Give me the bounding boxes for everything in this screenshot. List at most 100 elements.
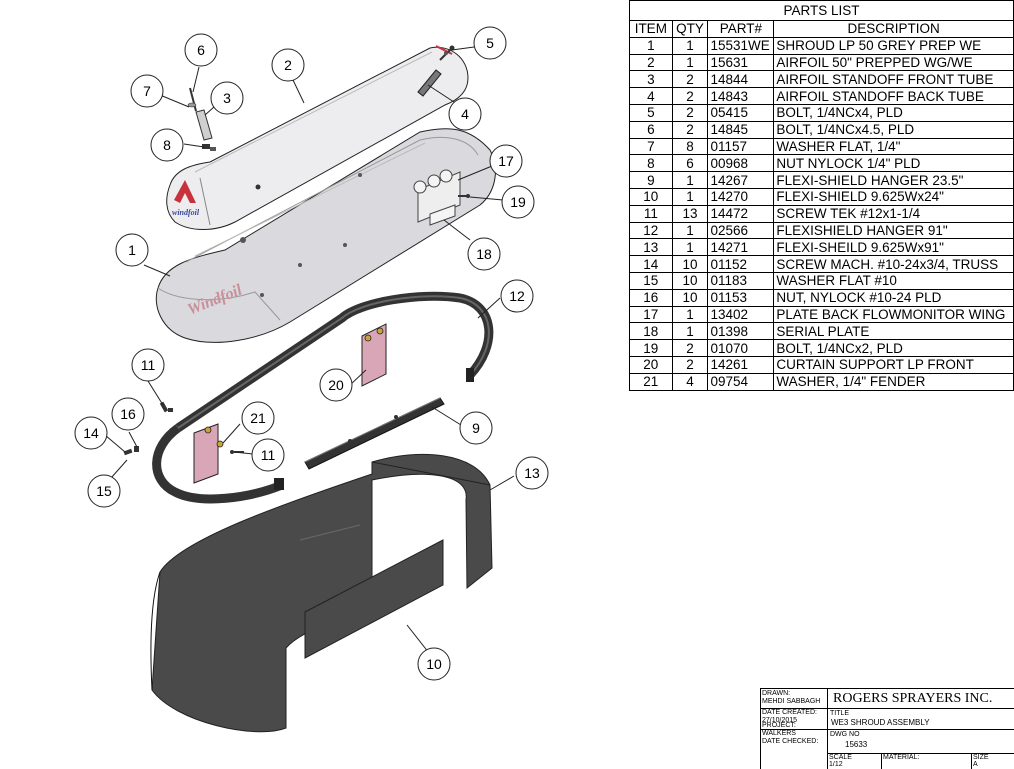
- svg-text:15: 15: [96, 483, 112, 499]
- cell-quantity: 6: [671, 154, 709, 173]
- svg-text:6: 6: [197, 42, 205, 58]
- callout-12: 12: [500, 279, 534, 313]
- part-serial-plate: [429, 204, 456, 226]
- size-label: SIZE: [973, 754, 989, 761]
- part-shroud: Windfoil: [155, 128, 496, 343]
- cell-part-number: 02566: [707, 221, 775, 240]
- cell-part-number: 01157: [707, 137, 775, 156]
- cell-description: NUT, NYLOCK #10-24 PLD: [773, 288, 1014, 307]
- cell-description: SHROUD LP 50 GREY PREP WE: [773, 36, 1014, 55]
- cell-quantity: 4: [671, 372, 709, 391]
- callout-6: 6: [184, 33, 218, 67]
- title-label: TITLE: [830, 710, 850, 717]
- scale-value: 1/12: [829, 761, 843, 768]
- parts-list-title: PARTS LIST: [629, 0, 1014, 21]
- cell-part-number: 14261: [707, 355, 775, 374]
- cell-item-number: 20: [629, 355, 673, 374]
- cell-part-number: 14843: [707, 87, 775, 105]
- svg-text:12: 12: [509, 288, 525, 304]
- cell-part-number: 01153: [707, 288, 775, 307]
- part-standoff-back-tube: [417, 45, 455, 97]
- cell-item-number: 11: [629, 204, 673, 223]
- cell-quantity: 8: [671, 137, 709, 156]
- cell-item-number: 16: [629, 288, 673, 307]
- cell-quantity: 1: [671, 322, 709, 341]
- svg-text:20: 20: [328, 377, 344, 393]
- part-curtain-support-rear: [361, 323, 387, 387]
- callout-5: 5: [473, 26, 507, 60]
- title-block: DRAWN: MEHDI SABBAGH DATE CREATED: 27/10…: [760, 688, 1014, 769]
- cell-item-number: 12: [629, 221, 673, 240]
- cell-quantity: 10: [671, 271, 709, 290]
- cell-part-number: 14844: [707, 70, 775, 89]
- cell-part-number: 14267: [707, 171, 775, 189]
- header-qty: QTY: [671, 20, 709, 38]
- cell-part-number: 15631: [707, 53, 775, 72]
- cell-item-number: 13: [629, 238, 673, 257]
- cell-description: BOLT, 1/4NCx4.5, PLD: [773, 120, 1014, 139]
- cell-item-number: 8: [629, 154, 673, 173]
- cell-item-number: 18: [629, 322, 673, 341]
- cell-quantity: 10: [671, 255, 709, 273]
- part-flexishield-hanger-91: [152, 291, 494, 504]
- part-curtain-support-front: [193, 423, 224, 484]
- part-airfoil: windfoil: [166, 45, 469, 230]
- parts-list-header-row: ITEM QTY PART# DESCRIPTION: [629, 20, 1014, 38]
- header-part-number: PART#: [707, 20, 775, 38]
- callout-14: 14: [74, 416, 108, 450]
- cell-description: NUT NYLOCK 1/4" PLD: [773, 154, 1014, 173]
- svg-text:14: 14: [83, 425, 99, 441]
- cell-item-number: 14: [629, 255, 673, 273]
- svg-text:3: 3: [223, 90, 231, 106]
- svg-text:2: 2: [284, 57, 292, 73]
- cell-item-number: 4: [629, 87, 673, 105]
- part-flexi-shield-91: [150, 453, 493, 733]
- callout-17: 17: [489, 144, 523, 178]
- date-created-value: 27/10/2015: [762, 717, 798, 724]
- company-name: ROGERS SPRAYERS INC.: [833, 691, 993, 706]
- cell-part-number: 14472: [707, 204, 775, 223]
- cell-item-number: 5: [629, 103, 673, 122]
- cell-item-number: 15: [629, 271, 673, 290]
- cell-quantity: 2: [671, 103, 709, 122]
- cell-part-number: 14270: [707, 187, 775, 206]
- header-item: ITEM: [629, 20, 673, 38]
- cell-description: WASHER FLAT #10: [773, 271, 1014, 290]
- hardware-fasteners: [123, 194, 470, 456]
- date-checked-label: DATE CHECKED:: [762, 738, 819, 745]
- svg-text:21: 21: [250, 410, 266, 426]
- svg-text:1: 1: [128, 242, 136, 258]
- callout-2: 2: [271, 48, 305, 82]
- cell-part-number: 01398: [707, 322, 775, 341]
- callout-16: 16: [111, 397, 145, 431]
- drawn-value: MEHDI SABBAGH: [762, 698, 821, 705]
- size-value: A: [973, 761, 978, 768]
- part-flexi-shield-hanger-23: [304, 397, 445, 470]
- cell-part-number: 14271: [707, 238, 775, 257]
- cell-quantity: 2: [671, 355, 709, 374]
- cell-quantity: 1: [671, 187, 709, 206]
- svg-text:10: 10: [426, 656, 442, 672]
- project-value: WALKERS: [762, 730, 796, 737]
- svg-text:7: 7: [143, 83, 151, 99]
- svg-text:9: 9: [472, 420, 480, 436]
- cell-quantity: 1: [671, 305, 709, 324]
- cell-item-number: 6: [629, 120, 673, 139]
- callout-15: 15: [87, 474, 121, 508]
- callout-7: 7: [130, 74, 164, 108]
- cell-description: PLATE BACK FLOWMONITOR WING: [773, 305, 1014, 324]
- part-plate-flowmonitor: [413, 169, 461, 223]
- cell-description: BOLT, 1/4NCx2, PLD: [773, 339, 1014, 357]
